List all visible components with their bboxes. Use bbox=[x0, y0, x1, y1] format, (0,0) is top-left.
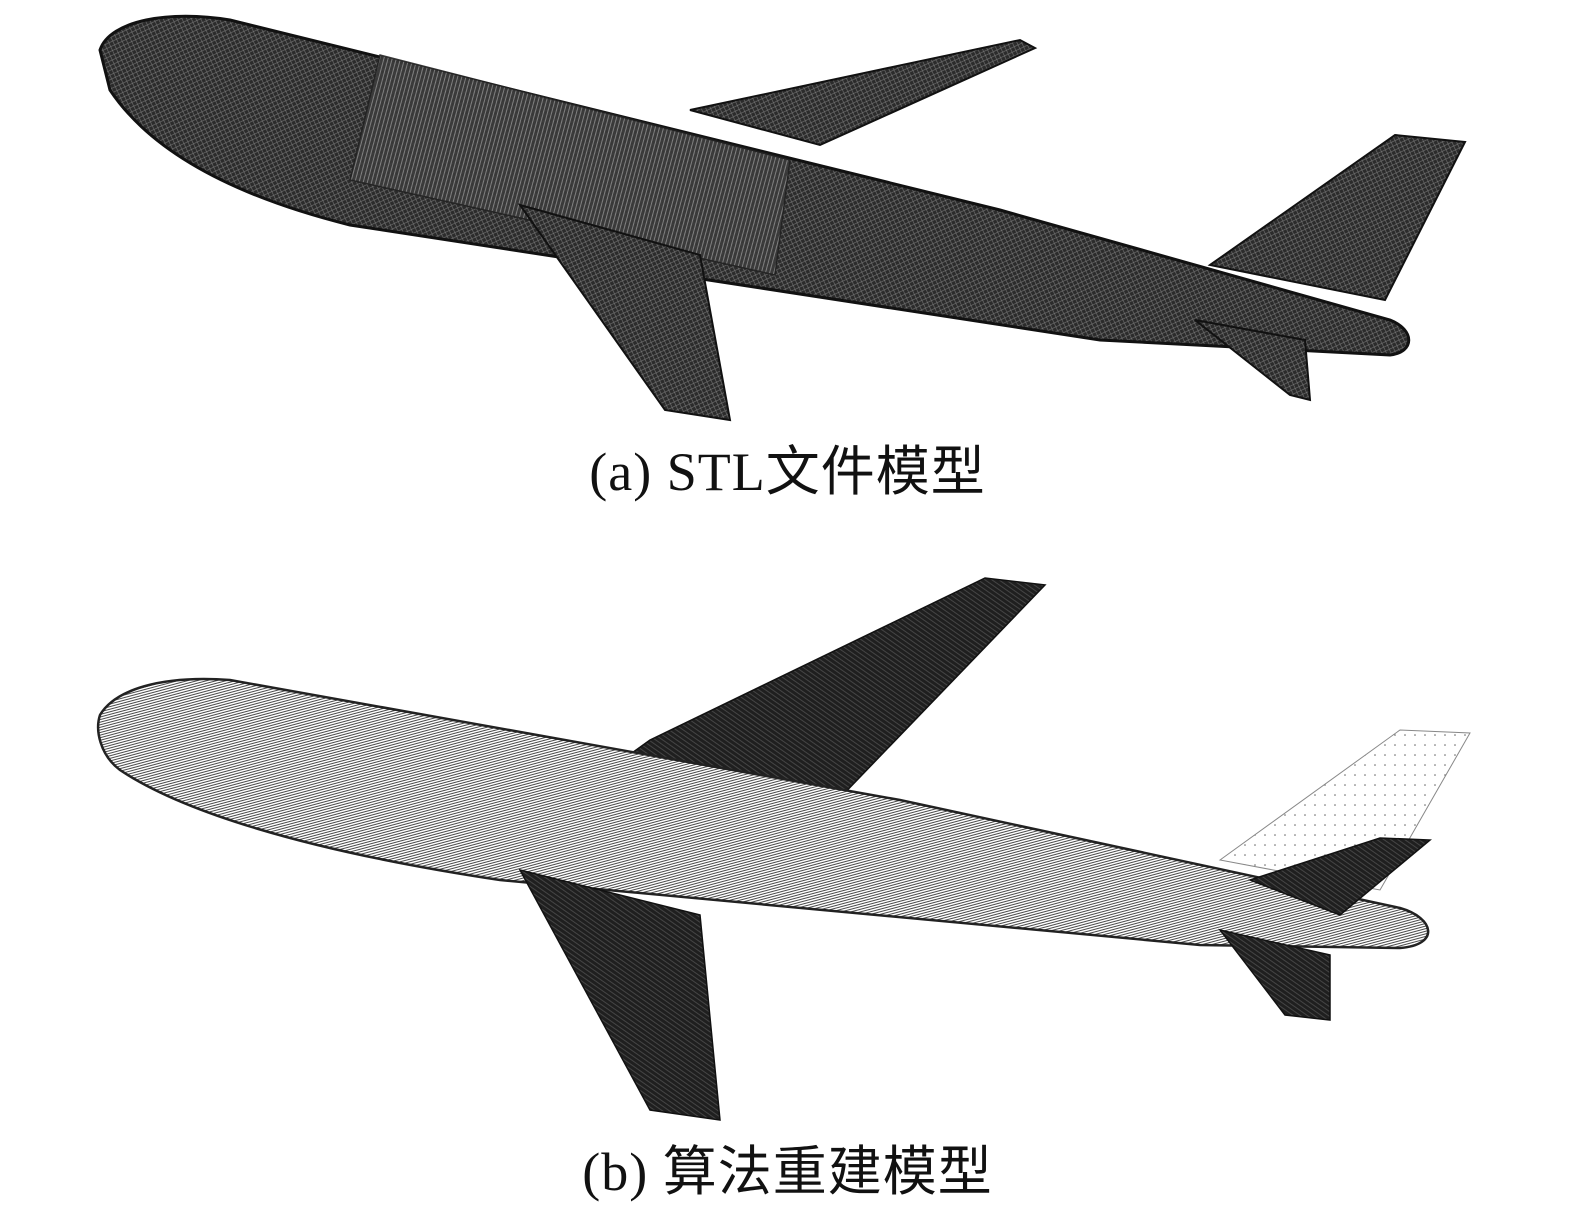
horizontal-stabilizer-near bbox=[1218, 928, 1331, 1021]
horizontal-stabilizer-far bbox=[1247, 837, 1432, 916]
horizontal-stabilizer bbox=[1194, 319, 1312, 402]
caption-b: (b) 算法重建模型 bbox=[582, 1142, 993, 1202]
fuselage-center-section bbox=[349, 54, 791, 276]
fuselage bbox=[96, 677, 1430, 950]
caption-a: (a) STL文件模型 bbox=[589, 442, 986, 502]
far-wing bbox=[689, 38, 1038, 147]
reconstructed-airplane-figure bbox=[96, 577, 1471, 1121]
vertical-tail bbox=[1207, 133, 1467, 302]
panel-a: (a) STL文件模型 bbox=[0, 0, 1575, 520]
stl-airplane-figure bbox=[98, 14, 1467, 422]
panel-b: (b) 算法重建模型 bbox=[0, 570, 1575, 1219]
near-wing bbox=[517, 203, 732, 422]
near-wing bbox=[518, 868, 721, 1121]
